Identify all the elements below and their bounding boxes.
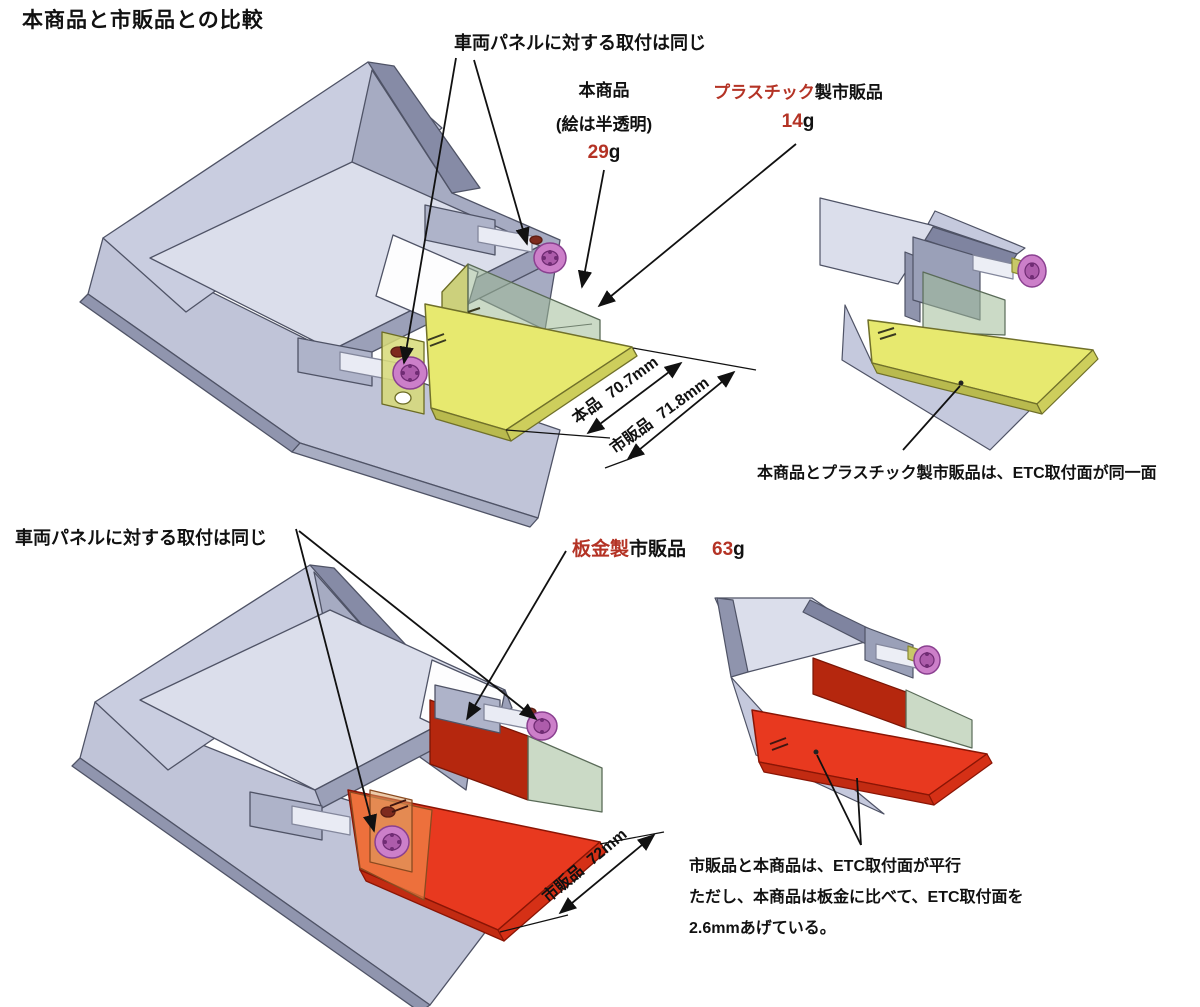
knob-washer: [390, 346, 406, 358]
plastic-weight-value: 14: [781, 111, 803, 132]
extension-line: [499, 914, 569, 933]
panel-note-top: 車両パネルに対する取付は同じ: [454, 33, 706, 53]
parallel-note-line: ただし、本商品は板金に比べて、ETC取付面を: [689, 889, 1024, 906]
etc-plate-right-edge: [928, 753, 993, 806]
thumb-screw-knob-icon: [374, 825, 410, 859]
panel-edge-strip: [71, 757, 431, 1007]
panel-left-wall: [716, 597, 749, 678]
sheet-metal-name-rest: 市販品: [629, 539, 687, 560]
surface-reference-dot: [958, 380, 964, 386]
green-gusset: [922, 271, 1006, 336]
plastic-weight-unit: g: [802, 111, 815, 132]
product-weight-unit: g: [608, 142, 621, 163]
plastic-name-highlight: プラスチック: [713, 83, 815, 102]
product-weight-value: 29: [587, 142, 609, 163]
rail-cylinder: [972, 254, 1014, 280]
rail-block: [424, 204, 496, 256]
product-sub-note: (絵は半透明): [555, 115, 653, 134]
leader-line: [816, 754, 862, 846]
bottom-left-view: [71, 564, 607, 1007]
rail-block: [297, 337, 373, 387]
green-gusset: [527, 735, 603, 813]
leader-line: [856, 777, 862, 846]
page-title: 本商品と市販品との比較: [22, 9, 264, 32]
extension-line: [632, 347, 757, 371]
plate-emboss-mark: [389, 799, 409, 813]
same-surface-note: 本商品とプラスチック製市販品は、ETC取付面が同一面: [757, 465, 1157, 482]
dimension-arrow: [626, 370, 736, 461]
dimension-group-top: [505, 347, 757, 469]
bottom-right-view: [714, 597, 993, 815]
panel-lower-face: [841, 304, 1036, 451]
leader-line: [399, 57, 457, 365]
plate-emboss-mark: [769, 737, 789, 751]
panel-top-bar: [367, 61, 481, 194]
thumb-screw-knob-icon: [1017, 254, 1047, 288]
green-gusset: [905, 689, 973, 749]
sheet-metal-label: 板金製市販品 63g: [572, 534, 745, 561]
leader-line: [298, 530, 538, 721]
panel-note-bottom: 車両パネルに対する取付は同じ: [15, 528, 267, 548]
leader-line: [466, 550, 567, 721]
surface-reference-dot: [813, 749, 819, 755]
plate-emboss-mark: [877, 327, 897, 340]
leader-line: [473, 59, 530, 246]
product-label-block: 本商品 (絵は半透明) 29g: [538, 76, 670, 164]
plastic-name-rest: 製市販品: [814, 83, 883, 102]
thumb-screw-knob-icon: [913, 645, 941, 675]
plastic-label-block: プラスチック製市販品 14g: [690, 78, 906, 133]
rail-block: [249, 791, 323, 841]
sheet-metal-weight-unit: g: [733, 539, 745, 560]
plate-emboss-mark: [427, 307, 481, 347]
sheet-metal-name-highlight: 板金製: [572, 539, 630, 560]
parallel-note-paragraph: 市販品と本商品は、ETC取付面が平行 ただし、本商品は板金に比べて、ETC取付面…: [689, 851, 1024, 944]
leader-line: [902, 385, 961, 451]
extension-line: [604, 457, 633, 469]
knob-washer: [380, 806, 396, 818]
dimension-arrow: [558, 833, 656, 915]
plastic-weight: 14g: [690, 111, 906, 133]
extension-line: [505, 429, 611, 439]
knob-washer: [529, 235, 543, 245]
parallel-note-line: 市販品と本商品は、ETC取付面が平行: [689, 858, 962, 875]
product-name: 本商品: [578, 81, 630, 100]
etc-plate-right-edge: [1036, 349, 1099, 415]
product-weight: 29g: [538, 142, 670, 164]
parallel-note-line: 2.6mmあげている。: [689, 920, 836, 937]
leader-line: [295, 528, 377, 833]
plastic-name: プラスチック製市販品: [690, 78, 906, 103]
leader-line: [597, 143, 797, 308]
dimension-group-bottom: [499, 831, 665, 933]
sheet-metal-weight-value: 63: [712, 539, 734, 560]
leader-line: [577, 169, 605, 289]
bracket-hole: [394, 391, 412, 405]
thumb-screw-knob-icon: [392, 356, 428, 390]
rail-cylinder: [291, 805, 351, 836]
thumb-screw-knob-icon: [533, 242, 567, 274]
panel-edge-strip: [291, 442, 539, 528]
leader-lines: [295, 57, 961, 846]
top-right-view: [819, 197, 1099, 451]
